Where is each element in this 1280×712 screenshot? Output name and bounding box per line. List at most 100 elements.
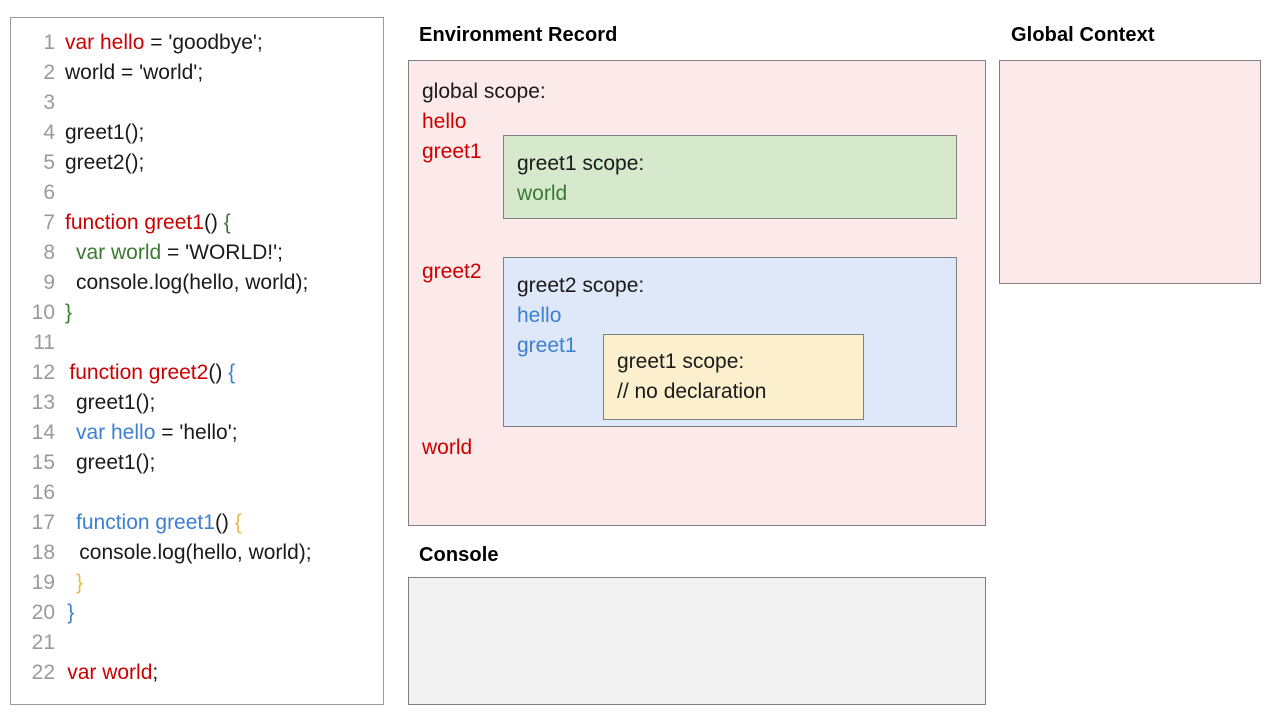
line-number: 19: [31, 571, 55, 594]
code-line-text: }: [55, 298, 72, 328]
line-number: 17: [31, 511, 55, 534]
line-number: 4: [43, 121, 55, 144]
code-line-text: greet1();: [55, 118, 144, 148]
code-line: 16: [11, 478, 383, 508]
code-line-text: function greet1() {: [55, 508, 242, 538]
global-context-title: Global Context: [1011, 24, 1155, 46]
line-number: 18: [31, 541, 55, 564]
code-token: function greet1: [65, 211, 204, 234]
greet1-inner-scope-note: // no declaration: [617, 380, 767, 403]
code-token: var hello: [76, 421, 156, 444]
code-line: 11: [11, 328, 383, 358]
line-number: 5: [43, 151, 55, 174]
code-line-text: var hello = 'goodbye';: [55, 28, 263, 58]
code-line-text: }: [55, 568, 83, 598]
code-token: function greet2: [69, 361, 209, 384]
line-number: 21: [31, 631, 55, 654]
code-token: {: [223, 211, 231, 234]
code-line-text: console.log(hello, world);: [55, 268, 308, 298]
global-binding-world: world: [422, 436, 473, 459]
line-number: 16: [31, 481, 55, 504]
code-line-text: var world;: [55, 658, 158, 688]
greet1-inner-scope-box: greet1 scope: // no declaration: [603, 334, 864, 420]
code-token: (): [214, 511, 235, 534]
code-line: 20}: [11, 598, 383, 628]
greet1-scope-box: greet1 scope: world: [503, 135, 957, 219]
global-binding-greet1: greet1: [422, 140, 482, 163]
code-line-text: greet2();: [55, 148, 144, 178]
code-line-text: greet1();: [55, 388, 155, 418]
global-context-box: [999, 60, 1261, 284]
code-token: }: [76, 571, 84, 594]
code-line-text: function greet2() {: [55, 358, 235, 388]
line-number: 10: [31, 301, 55, 324]
environment-record-title: Environment Record: [419, 24, 618, 46]
code-line-text: world = 'world';: [55, 58, 203, 88]
line-number: 6: [43, 181, 55, 204]
console-output-box[interactable]: [408, 577, 986, 705]
code-line-text: }: [55, 598, 74, 628]
code-line-text: function greet1() {: [55, 208, 231, 238]
line-number: 2: [43, 61, 55, 84]
code-token: }: [65, 301, 73, 324]
greet2-scope-heading: greet2 scope:: [517, 274, 645, 297]
code-token: {: [234, 511, 242, 534]
greet2-binding-greet1: greet1: [517, 334, 577, 357]
code-line: 19}: [11, 568, 383, 598]
code-line: 10}: [11, 298, 383, 328]
code-line: 5 greet2();: [11, 148, 383, 178]
code-token: ;: [152, 661, 159, 684]
code-token: greet1();: [65, 121, 145, 144]
code-token: = 'goodbye';: [144, 31, 263, 54]
code-token: var hello: [65, 31, 145, 54]
code-token: var world: [76, 241, 162, 264]
code-token: (): [208, 361, 229, 384]
global-scope-heading: global scope:: [422, 80, 546, 103]
code-token: }: [67, 601, 75, 624]
global-binding-hello: hello: [422, 110, 467, 133]
code-token: = 'WORLD!';: [161, 241, 283, 264]
code-token: world = 'world';: [65, 61, 204, 84]
line-number: 9: [43, 271, 55, 294]
code-line-text: console.log(hello, world);: [55, 538, 311, 568]
code-line: 21: [11, 628, 383, 658]
code-token: greet2();: [65, 151, 145, 174]
global-binding-greet2: greet2: [422, 260, 482, 283]
greet1-binding-world: world: [517, 182, 568, 205]
line-number: 7: [43, 211, 55, 234]
code-line: 4 greet1();: [11, 118, 383, 148]
line-number: 8: [43, 241, 55, 264]
line-number: 20: [31, 601, 55, 624]
code-line: 3: [11, 88, 383, 118]
code-token: var world: [67, 661, 153, 684]
code-token: = 'hello';: [155, 421, 238, 444]
line-number: 12: [31, 361, 55, 384]
code-line-text: var world = 'WORLD!';: [55, 238, 283, 268]
line-number: 22: [31, 661, 55, 684]
code-line-text: greet1();: [55, 448, 155, 478]
line-number: 1: [43, 31, 55, 54]
line-number: 3: [43, 91, 55, 114]
line-number: 13: [31, 391, 55, 414]
code-token: greet1();: [76, 451, 156, 474]
greet1-inner-scope-heading: greet1 scope:: [617, 350, 745, 373]
code-line: 2 world = 'world';: [11, 58, 383, 88]
code-token: function greet1: [76, 511, 215, 534]
code-token: (): [203, 211, 224, 234]
console-title: Console: [419, 544, 499, 566]
line-number: 11: [33, 331, 55, 354]
code-line-text: var hello = 'hello';: [55, 418, 238, 448]
